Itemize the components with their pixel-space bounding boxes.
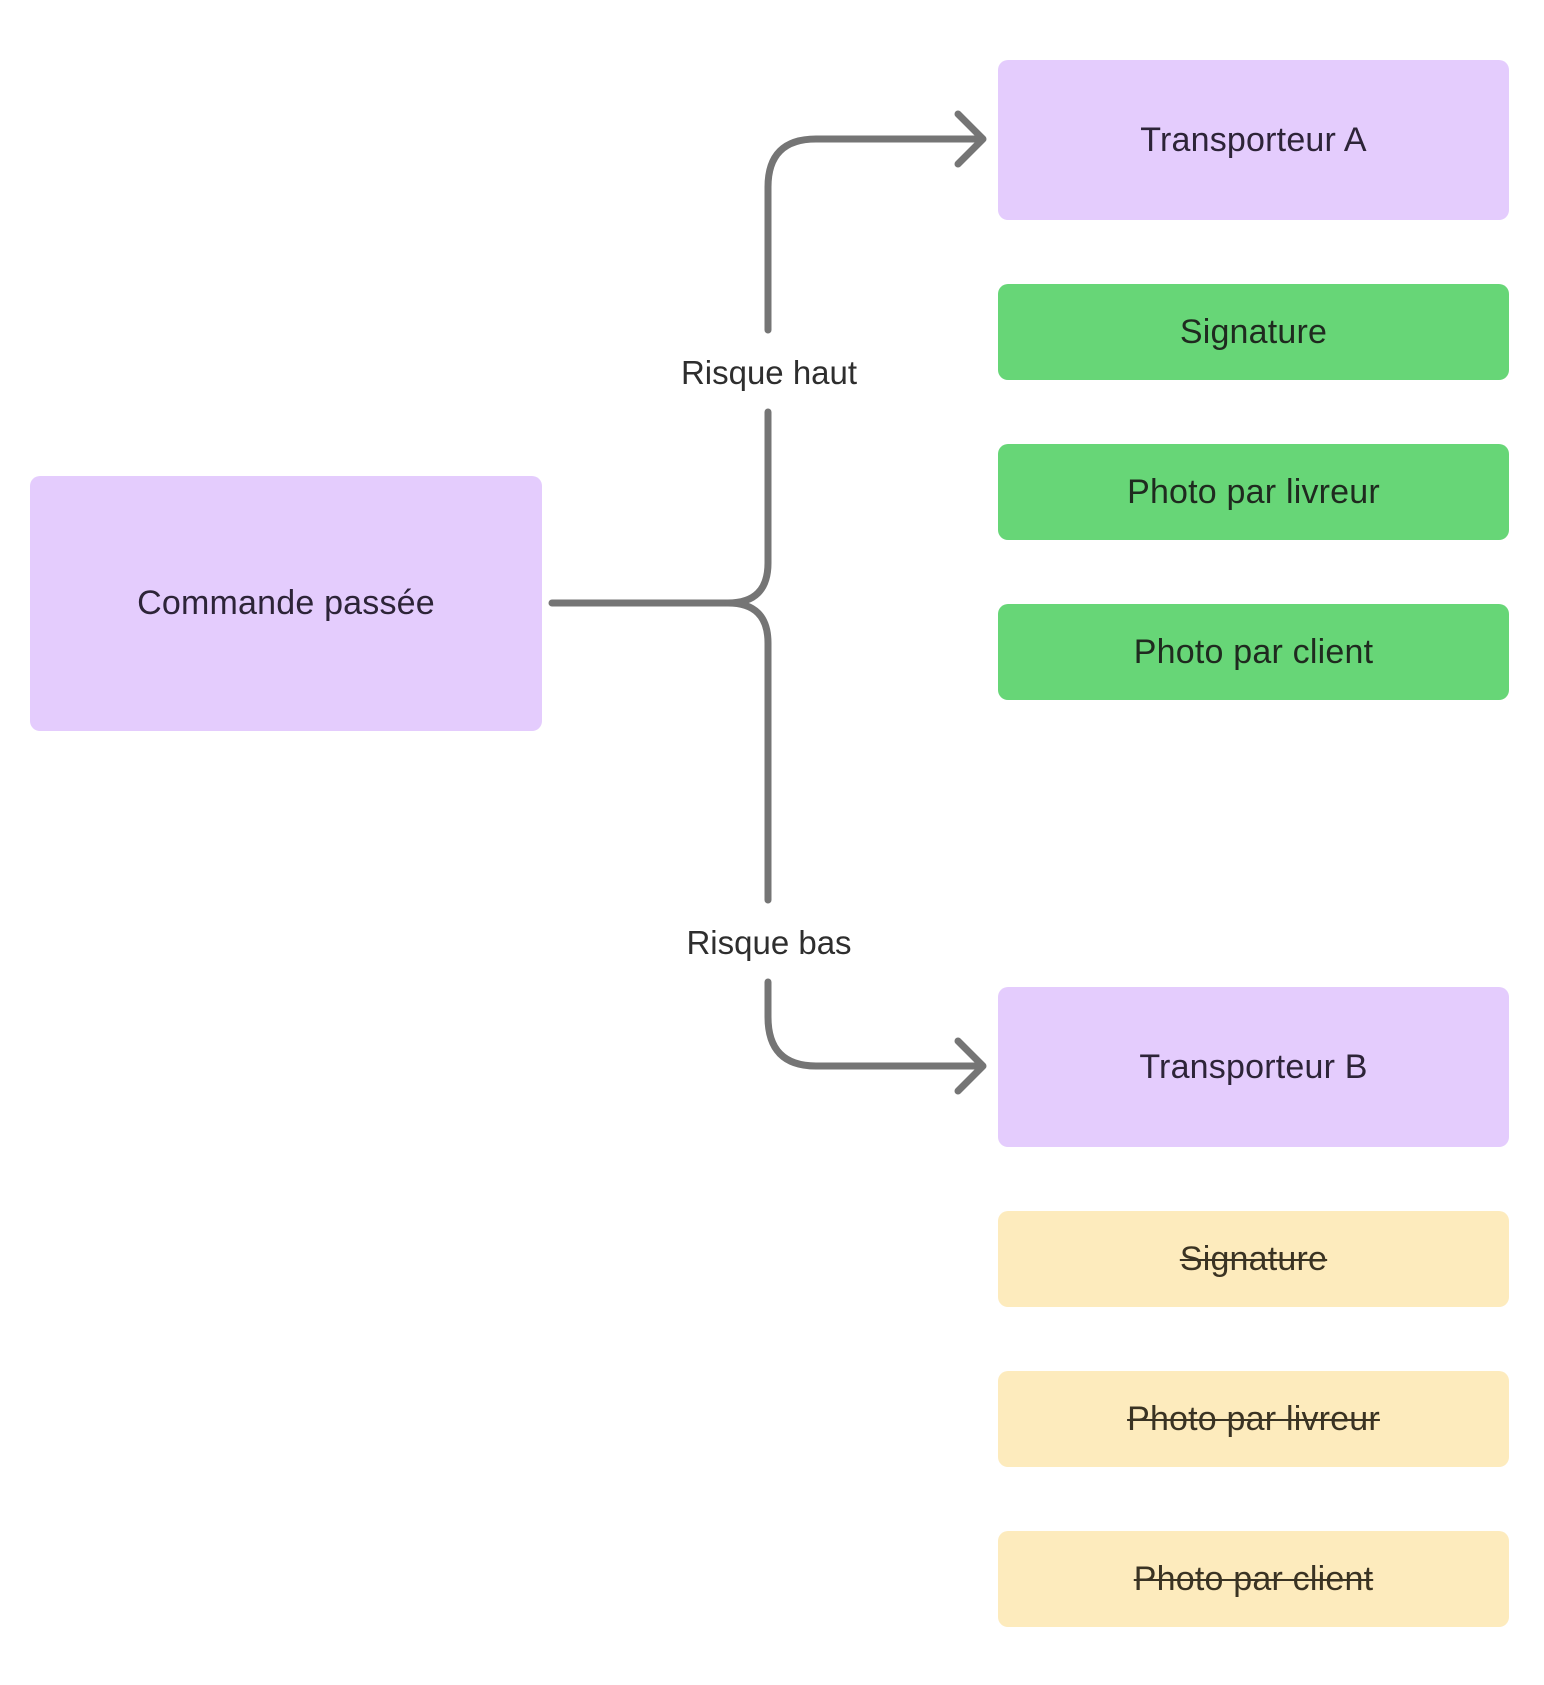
low-risk-step-courier-photo[interactable]: Photo par livreur (998, 1371, 1509, 1467)
high-risk-step-signature[interactable]: Signature (998, 284, 1509, 380)
low-risk-connector (724, 599, 772, 904)
step-label-struck: Photo par livreur (1127, 1399, 1380, 1438)
high-risk-connector-upper (764, 135, 985, 334)
step-label: Photo par client (1133, 632, 1374, 671)
low-risk-label: Risque bas (682, 926, 856, 959)
high-risk-label: Risque haut (676, 356, 862, 389)
carrier-b-label: Transporteur B (1139, 1047, 1368, 1086)
low-risk-step-signature[interactable]: Signature (998, 1211, 1509, 1307)
step-label-struck: Photo par client (1133, 1559, 1374, 1598)
high-risk-step-courier-photo[interactable]: Photo par livreur (998, 444, 1509, 540)
step-label: Photo par livreur (1127, 472, 1380, 511)
step-label-struck: Signature (1179, 1239, 1328, 1278)
low-risk-arrowhead (954, 1037, 987, 1095)
source-node-order-placed[interactable]: Commande passée (30, 476, 542, 731)
carrier-b-node[interactable]: Transporteur B (998, 987, 1509, 1147)
source-node-label: Commande passée (137, 584, 435, 622)
carrier-a-label: Transporteur A (1140, 120, 1367, 159)
high-risk-connector (724, 408, 772, 607)
high-risk-arrowhead (954, 110, 987, 168)
high-risk-step-customer-photo[interactable]: Photo par client (998, 604, 1509, 700)
low-risk-connector-lower (764, 978, 985, 1070)
carrier-a-node[interactable]: Transporteur A (998, 60, 1509, 220)
low-risk-step-customer-photo[interactable]: Photo par client (998, 1531, 1509, 1627)
step-label: Signature (1179, 312, 1328, 351)
